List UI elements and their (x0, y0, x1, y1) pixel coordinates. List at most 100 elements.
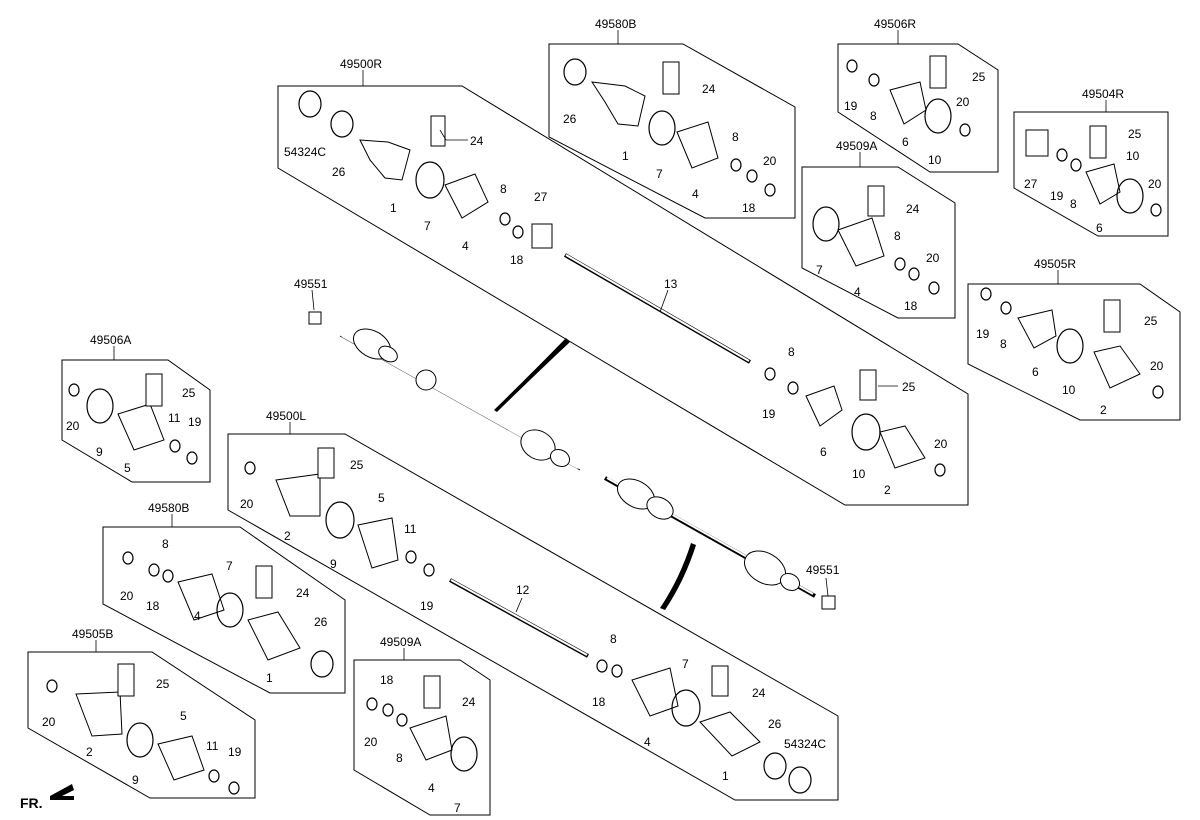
bearing-27-49504R (1025, 129, 1049, 157)
label-part-26: 26 (314, 615, 328, 629)
grease-24-49580B-left (255, 565, 273, 599)
clamp-8-49504R (1070, 158, 1082, 172)
label-part-24: 24 (462, 695, 476, 709)
panel-49504R (1013, 111, 1169, 237)
label-part-18: 18 (592, 695, 606, 709)
label-part-19: 19 (844, 99, 858, 113)
clamp-11-49505B (208, 769, 220, 783)
label-part-11: 11 (206, 739, 219, 753)
front-arrow-icon (50, 784, 74, 800)
panel-49500R (277, 85, 969, 506)
inner-joint-2-49505B (75, 691, 123, 737)
band-9-49500L (325, 501, 355, 539)
grease-25-49506A (145, 373, 163, 407)
label-part-11: 11 (168, 411, 181, 425)
panel-49509A-right (801, 166, 956, 319)
label-49505B: 49505B (72, 627, 113, 641)
ring-26-49580B-top (563, 58, 587, 86)
label-part-24: 24 (470, 134, 484, 148)
clamp-8b-49500R (787, 381, 799, 395)
boot-6-49504R (1085, 163, 1121, 205)
band-7-49500R (415, 161, 445, 199)
clamp-18-49509A-bottom (382, 703, 394, 717)
label-part-25: 25 (350, 458, 364, 472)
boot-6-49506R (889, 81, 927, 125)
connector-curve-lower (660, 543, 696, 610)
outer-joint-1-49580B-top (590, 81, 646, 127)
label-part-1: 1 (266, 671, 273, 685)
grease-24-49509A-right (867, 185, 885, 217)
label-part-25: 25 (1128, 127, 1142, 141)
boot-4-49580B-left (177, 573, 225, 621)
label-part-18: 18 (380, 673, 394, 687)
panel-49580B-left (102, 526, 346, 694)
clamp-20-49580B-left (122, 551, 134, 565)
label-part-4: 4 (644, 735, 651, 749)
outer-joint-1-49500L (699, 711, 761, 757)
label-part-8: 8 (396, 751, 403, 765)
inner-joint-2-49505R (1093, 345, 1141, 389)
label-part-18: 18 (742, 201, 756, 215)
clamp-8-49505R (1000, 301, 1012, 315)
boot-6-49505R (1017, 309, 1057, 349)
clamp-20-49506R (959, 123, 971, 137)
label-part-19: 19 (420, 599, 434, 613)
boot-5-49500L (357, 517, 399, 569)
label-part-7: 7 (424, 219, 431, 233)
label-part-1: 1 (622, 149, 629, 163)
boot-4-49509A-bottom (409, 715, 453, 761)
label-part-24: 24 (906, 202, 920, 216)
clamp-8-49580B-top (730, 158, 742, 172)
label-part-25: 25 (1144, 314, 1158, 328)
label-49500R: 49500R (340, 57, 382, 71)
grease-25-49505B (117, 663, 135, 697)
label-part-4: 4 (854, 285, 861, 299)
label-49551-top: 49551 (294, 277, 328, 291)
clamp-18-49500L (596, 659, 608, 673)
ring-26-49580B-left (310, 650, 334, 678)
label-part-24: 24 (296, 586, 310, 600)
clamp-11-49500L (405, 550, 417, 564)
clamp-20-49500L (244, 461, 256, 475)
label-part-4: 4 (428, 781, 435, 795)
label-part-7: 7 (816, 263, 823, 277)
clamp-19-49506R (846, 59, 858, 73)
label-part-5: 5 (378, 491, 385, 505)
boot-4-49500R (444, 173, 489, 219)
clamp-18-49509A-right (908, 267, 920, 281)
grease-24-49509A-bottom (423, 675, 441, 709)
label-part-25: 25 (182, 386, 196, 400)
label-part-8: 8 (894, 229, 901, 243)
label-part-8: 8 (870, 109, 877, 123)
label-part-8: 8 (1000, 337, 1007, 351)
label-part-13: 13 (664, 277, 678, 291)
label-part-20: 20 (956, 95, 970, 109)
label-part-9: 9 (96, 445, 103, 459)
ring-54324C-49500L (788, 766, 812, 794)
grease-25-49505R (1103, 299, 1121, 333)
label-part-12: 12 (516, 583, 530, 597)
label-part-20: 20 (42, 715, 56, 729)
label-part-20: 20 (364, 735, 378, 749)
clamp-20-49580B-top (764, 183, 776, 197)
label-part-26: 26 (563, 112, 577, 126)
band-10-49504R (1116, 178, 1144, 214)
grease-25-49500R (859, 369, 877, 401)
label-part-18: 18 (904, 299, 918, 313)
label-part-8: 8 (1070, 197, 1077, 211)
label-part-19: 19 (976, 327, 990, 341)
band-10-49500R (851, 413, 881, 451)
panel-49505R (967, 283, 1181, 421)
label-part-4: 4 (462, 239, 469, 253)
label-part-5: 5 (180, 709, 187, 723)
label-part-10: 10 (1062, 383, 1076, 397)
label-part-8: 8 (732, 130, 739, 144)
band-7-49509A-right (812, 206, 840, 242)
label-49509A-bottom: 49509A (380, 635, 421, 649)
grease-24-49500R (430, 115, 446, 147)
clamp-19-49505R (980, 287, 992, 301)
panel-49580B-top (548, 43, 796, 219)
label-part-20: 20 (1150, 359, 1164, 373)
upper-drive-shaft (339, 328, 581, 471)
label-part-20: 20 (120, 589, 134, 603)
